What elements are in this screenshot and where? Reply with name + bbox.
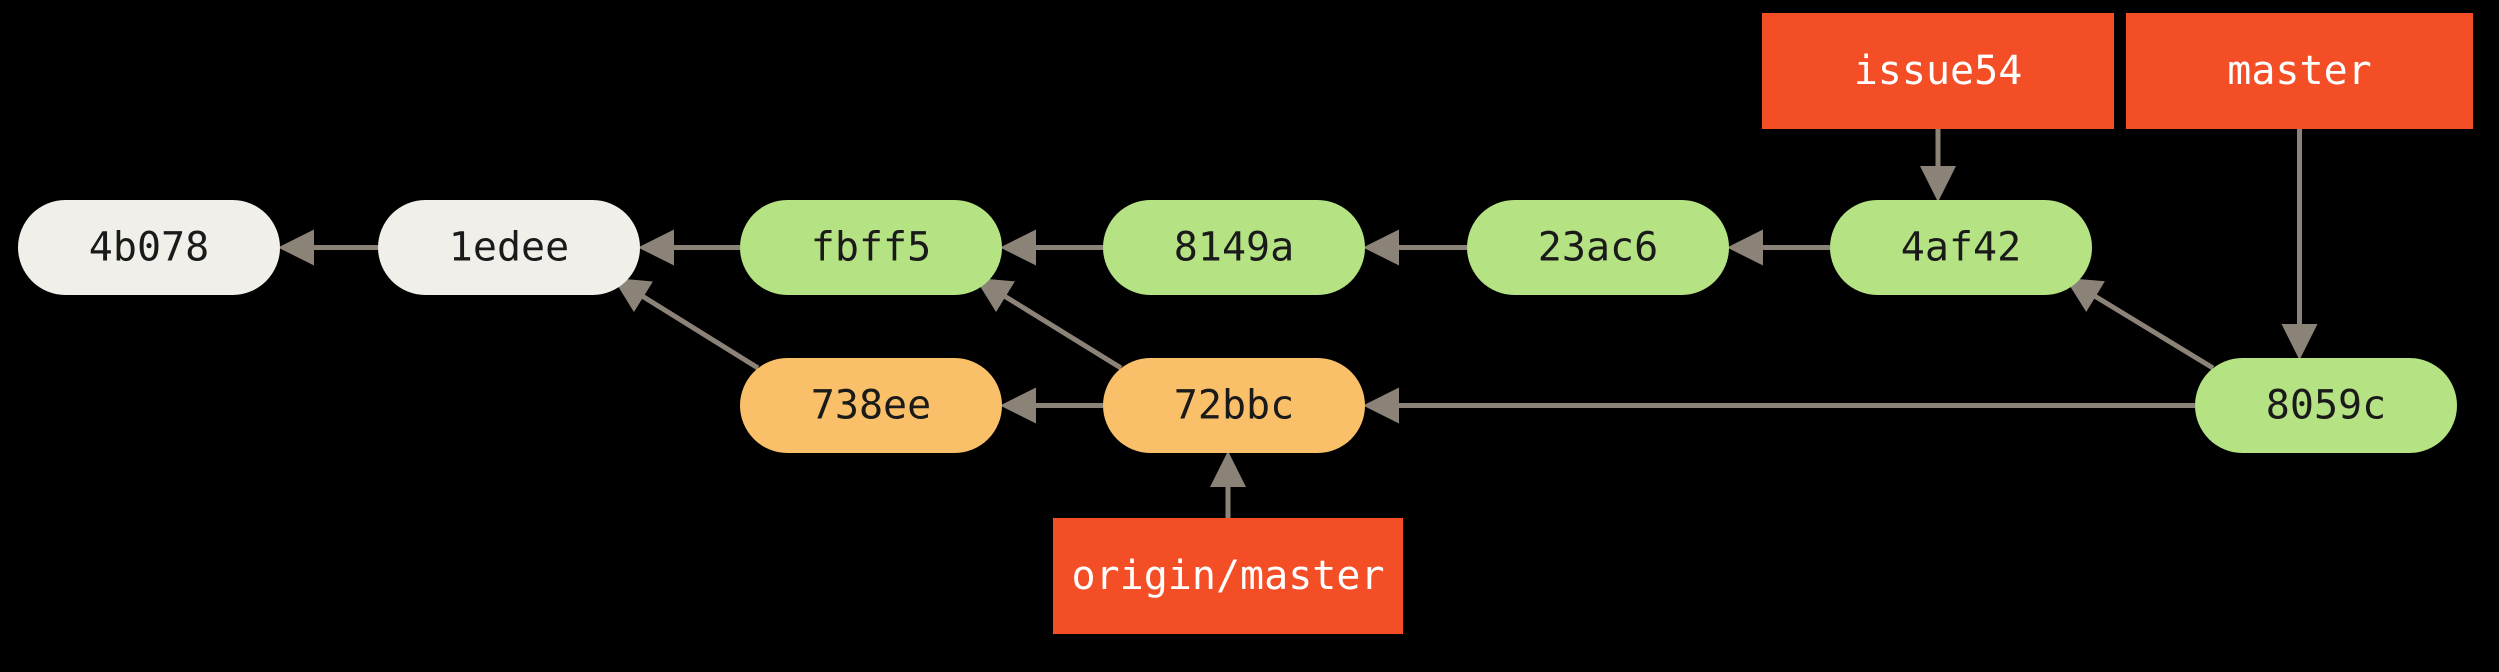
commit-node-shape: [1830, 200, 2092, 295]
commit-node-fbff5[interactable]: fbff5: [740, 200, 1002, 295]
commit-node-8149a[interactable]: 8149a: [1103, 200, 1365, 295]
commit-node-shape: [740, 358, 1002, 453]
branch-label-master[interactable]: master: [2126, 13, 2473, 129]
commit-node-shape: [378, 200, 640, 295]
edge-layer: [278, 129, 2318, 518]
commit-node-23ac6[interactable]: 23ac6: [1467, 200, 1729, 295]
commit-label: 23ac6: [1538, 225, 1658, 271]
branch-label-issue54[interactable]: issue54: [1762, 13, 2114, 129]
commit-node-shape: [2195, 358, 2457, 453]
commit-node-1edee[interactable]: 1edee: [378, 200, 640, 295]
edge-8059c-to-4af42: [2064, 277, 2215, 371]
branch-label-text: issue54: [1854, 48, 2023, 94]
commit-label: fbff5: [811, 225, 931, 271]
commit-label: 8059c: [2266, 383, 2386, 429]
branch-label-text: master: [2227, 48, 2372, 94]
commit-node-738ee[interactable]: 738ee: [740, 358, 1002, 453]
commit-label: 72bbc: [1174, 383, 1294, 429]
commit-node-4b078[interactable]: 4b078: [18, 200, 280, 295]
commit-label: 4af42: [1901, 225, 2021, 271]
node-layer: 4b078 1edee fbff5 8149a 23ac6 4af42 738ee 72bbc…: [18, 13, 2473, 634]
commit-node-shape: [1103, 200, 1365, 295]
commit-node-shape: [1467, 200, 1729, 295]
edge-738ee-to-1edee: [612, 277, 760, 371]
commit-label: 738ee: [811, 383, 931, 429]
commit-label: 8149a: [1174, 225, 1294, 271]
branch-label-text: origin/master: [1071, 553, 1384, 599]
branch-label-origin-master[interactable]: origin/master: [1053, 518, 1403, 634]
commit-node-72bbc[interactable]: 72bbc: [1103, 358, 1365, 453]
edge-72bbc-to-fbff5: [974, 277, 1123, 371]
commit-node-shape: [1103, 358, 1365, 453]
branch-label-shape: [1053, 518, 1403, 634]
commit-node-shape: [740, 200, 1002, 295]
commit-label: 1edee: [449, 225, 569, 271]
commit-node-8059c[interactable]: 8059c: [2195, 358, 2457, 453]
commit-node-shape: [18, 200, 280, 295]
commit-label: 4b078: [89, 225, 209, 271]
branch-label-shape: [1762, 13, 2114, 129]
branch-label-shape: [2126, 13, 2473, 129]
commit-node-4af42[interactable]: 4af42: [1830, 200, 2092, 295]
